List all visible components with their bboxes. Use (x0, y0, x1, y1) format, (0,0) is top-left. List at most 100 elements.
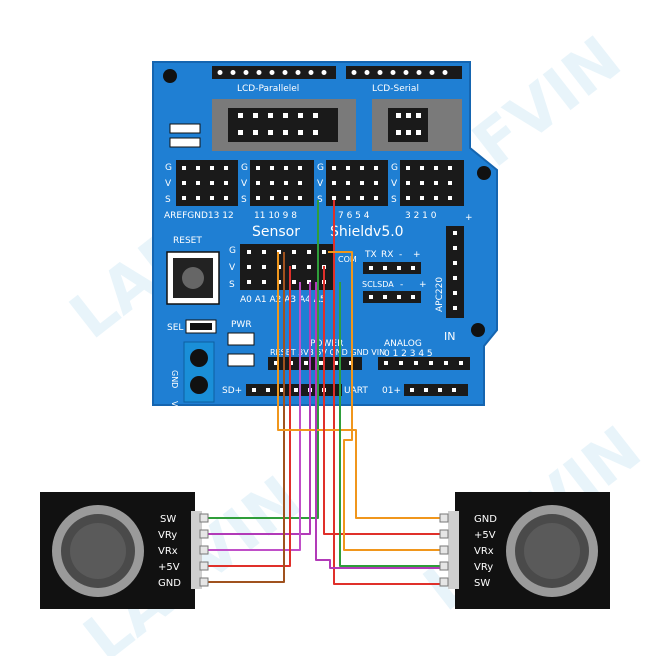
digital-gvs-labels-2: G V S (241, 163, 248, 205)
digital-gvs-labels-1: G V S (165, 163, 172, 205)
joystick-left: SW VRy VRx +5V GND (40, 492, 209, 609)
wire-left-5v (208, 266, 291, 567)
svg-text:G: G (391, 163, 398, 173)
reset-button[interactable] (166, 251, 220, 305)
in-label: IN (444, 330, 455, 343)
analog-label: ANALOG (384, 339, 422, 349)
svg-text:+5V: +5V (158, 562, 180, 573)
svg-text:GND: GND (474, 514, 497, 525)
wire-purple-extra (315, 282, 440, 569)
digital-pin-labels-left: AREFGND13 12 (164, 211, 234, 221)
uart-header (363, 262, 421, 274)
pwr-led-2 (227, 353, 255, 367)
zero-one-label: 01+ (382, 386, 401, 396)
svg-text:G: G (241, 163, 248, 173)
power-label: POWER (310, 339, 343, 349)
lcd-parallel-label: LCD-Parallelel (237, 84, 299, 94)
mount-hole-tl (163, 69, 177, 83)
plus-label-3: + (419, 280, 427, 290)
svg-text:SW: SW (474, 578, 490, 589)
plus-label: + (465, 213, 473, 223)
joystick-left-pins (191, 511, 209, 589)
digital-header-4 (400, 160, 464, 206)
svg-text:S: S (317, 195, 323, 205)
power-pin-labels: RESET 3V3 5V GND GND VIN (270, 348, 385, 357)
gnd-label: GND (170, 370, 179, 388)
analog-pin-labels: A0 A1 A2 A3 A4 A5 (240, 295, 326, 305)
apc220-header (446, 226, 464, 318)
svg-text:VRx: VRx (474, 546, 494, 557)
pwr-label: PWR (231, 320, 252, 330)
analog-in-header (378, 357, 470, 370)
svg-text:G: G (317, 163, 324, 173)
wire-left-gnd (208, 252, 285, 583)
analog-nums: 0 1 2 3 4 5 (384, 349, 433, 359)
mount-hole-mr (471, 323, 485, 337)
svg-text:V: V (317, 179, 324, 189)
svg-text:S: S (391, 195, 397, 205)
tx-label: TX (364, 250, 377, 260)
sd-label: SD+ (222, 386, 242, 396)
svg-text:G: G (229, 246, 236, 256)
sensor-label: Sensor (252, 224, 300, 240)
pad-1 (169, 123, 201, 134)
svg-text:V: V (165, 179, 172, 189)
digital-gvs-labels-4: G V S (391, 163, 398, 205)
svg-text:V: V (241, 179, 248, 189)
wire-right-vrx (328, 251, 440, 551)
wire-right-5v (323, 266, 440, 535)
digital-pin-labels-right-a: 7 6 5 4 (338, 211, 370, 221)
scl-sda-label: SCLSDA (362, 280, 394, 289)
lcd-serial-header (346, 66, 462, 79)
pwr-led-1 (227, 332, 255, 346)
mount-hole-tr (477, 166, 491, 180)
lcd-parallel-header (212, 66, 336, 79)
joystick-right: GND +5V VRx VRy SW (439, 492, 610, 609)
digital-header-1 (176, 160, 238, 206)
vcc-label: VCC (170, 401, 179, 418)
shield-version-label: Shieldv5.0 (330, 224, 404, 240)
reset-label: RESET (173, 236, 202, 246)
wire-left-sw (208, 200, 319, 519)
digital-pin-labels-right-b: 3 2 1 0 (405, 211, 437, 221)
svg-text:G: G (165, 163, 172, 173)
svg-text:V: V (229, 263, 236, 273)
sel-label: SEL (167, 323, 183, 333)
joystick-right-pins (439, 511, 459, 589)
power-terminal (183, 341, 215, 403)
svg-text:+5V: +5V (474, 530, 496, 541)
wire-right-vry (339, 282, 440, 567)
digital-gvs-labels-3: G V S (317, 163, 324, 205)
wire-right-sw (333, 200, 440, 585)
uart-label: UART (344, 386, 368, 396)
com-label: COM (338, 255, 357, 264)
lcd-serial-label: LCD-Serial (372, 84, 419, 94)
analog-header (240, 244, 334, 290)
minus-label: - (399, 250, 402, 260)
wire-left-vrx (208, 282, 301, 551)
svg-text:S: S (241, 195, 247, 205)
pad-2 (169, 137, 201, 148)
svg-text:VRy: VRy (158, 530, 177, 541)
rx-label: RX (381, 250, 393, 260)
analog-gvs-labels: G V S (229, 246, 236, 290)
serial-pin-header (404, 384, 468, 396)
svg-text:VRx: VRx (158, 546, 178, 557)
svg-text:S: S (165, 195, 171, 205)
svg-text:GND: GND (158, 578, 181, 589)
svg-text:VRy: VRy (474, 562, 493, 573)
wires (208, 200, 440, 585)
digital-header-2 (250, 160, 314, 206)
apc220-label: APC220 (435, 277, 445, 312)
joystick-left-pin-labels: SW VRy VRx +5V GND (158, 514, 181, 589)
svg-text:SW: SW (160, 514, 176, 525)
svg-text:S: S (229, 280, 235, 290)
digital-header-3 (326, 160, 388, 206)
digital-pin-labels-mid: 11 10 9 8 (254, 211, 297, 221)
i2c-header (363, 291, 421, 303)
sd-header (246, 384, 342, 396)
plus-label-2: + (413, 250, 421, 260)
minus-label-2: - (400, 280, 403, 290)
svg-text:V: V (391, 179, 398, 189)
